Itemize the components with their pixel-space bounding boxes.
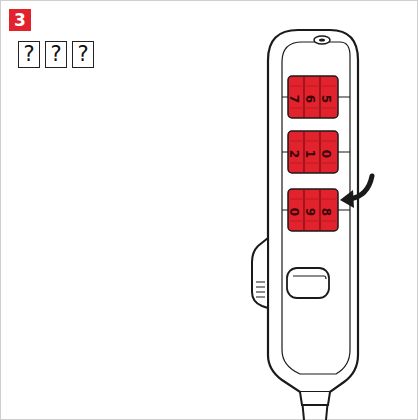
slot-inner: [293, 276, 326, 279]
code-box: ?: [72, 41, 94, 68]
dial-number: 9: [304, 208, 316, 216]
turn-arrowhead: [340, 190, 354, 208]
lock-face: [282, 42, 350, 374]
dial-number: 7: [288, 95, 300, 103]
side-latch: [252, 238, 268, 308]
step-number: 3: [14, 12, 26, 29]
code-digit: ?: [77, 44, 88, 65]
code-digit: ?: [23, 44, 34, 65]
lock-collar: [300, 392, 330, 405]
dial-number: 2: [288, 150, 300, 158]
top-hole: [314, 36, 330, 44]
dial-number: 1: [304, 150, 316, 158]
dial-number: 0: [320, 150, 332, 158]
dial-wheels: [282, 76, 350, 231]
code-box: ?: [18, 41, 40, 68]
step-badge: 3: [9, 9, 31, 31]
code-box: ?: [45, 41, 67, 68]
dial-number: 0: [288, 208, 300, 216]
lock-body: [268, 30, 358, 392]
code-digit: ?: [50, 44, 61, 65]
top-hole-center: [319, 38, 325, 41]
key-slot: [287, 268, 329, 298]
dial-number: 6: [304, 95, 316, 103]
latch-ridges: [256, 282, 265, 297]
dial-number: 8: [320, 208, 332, 216]
dial-number: 5: [320, 95, 332, 103]
